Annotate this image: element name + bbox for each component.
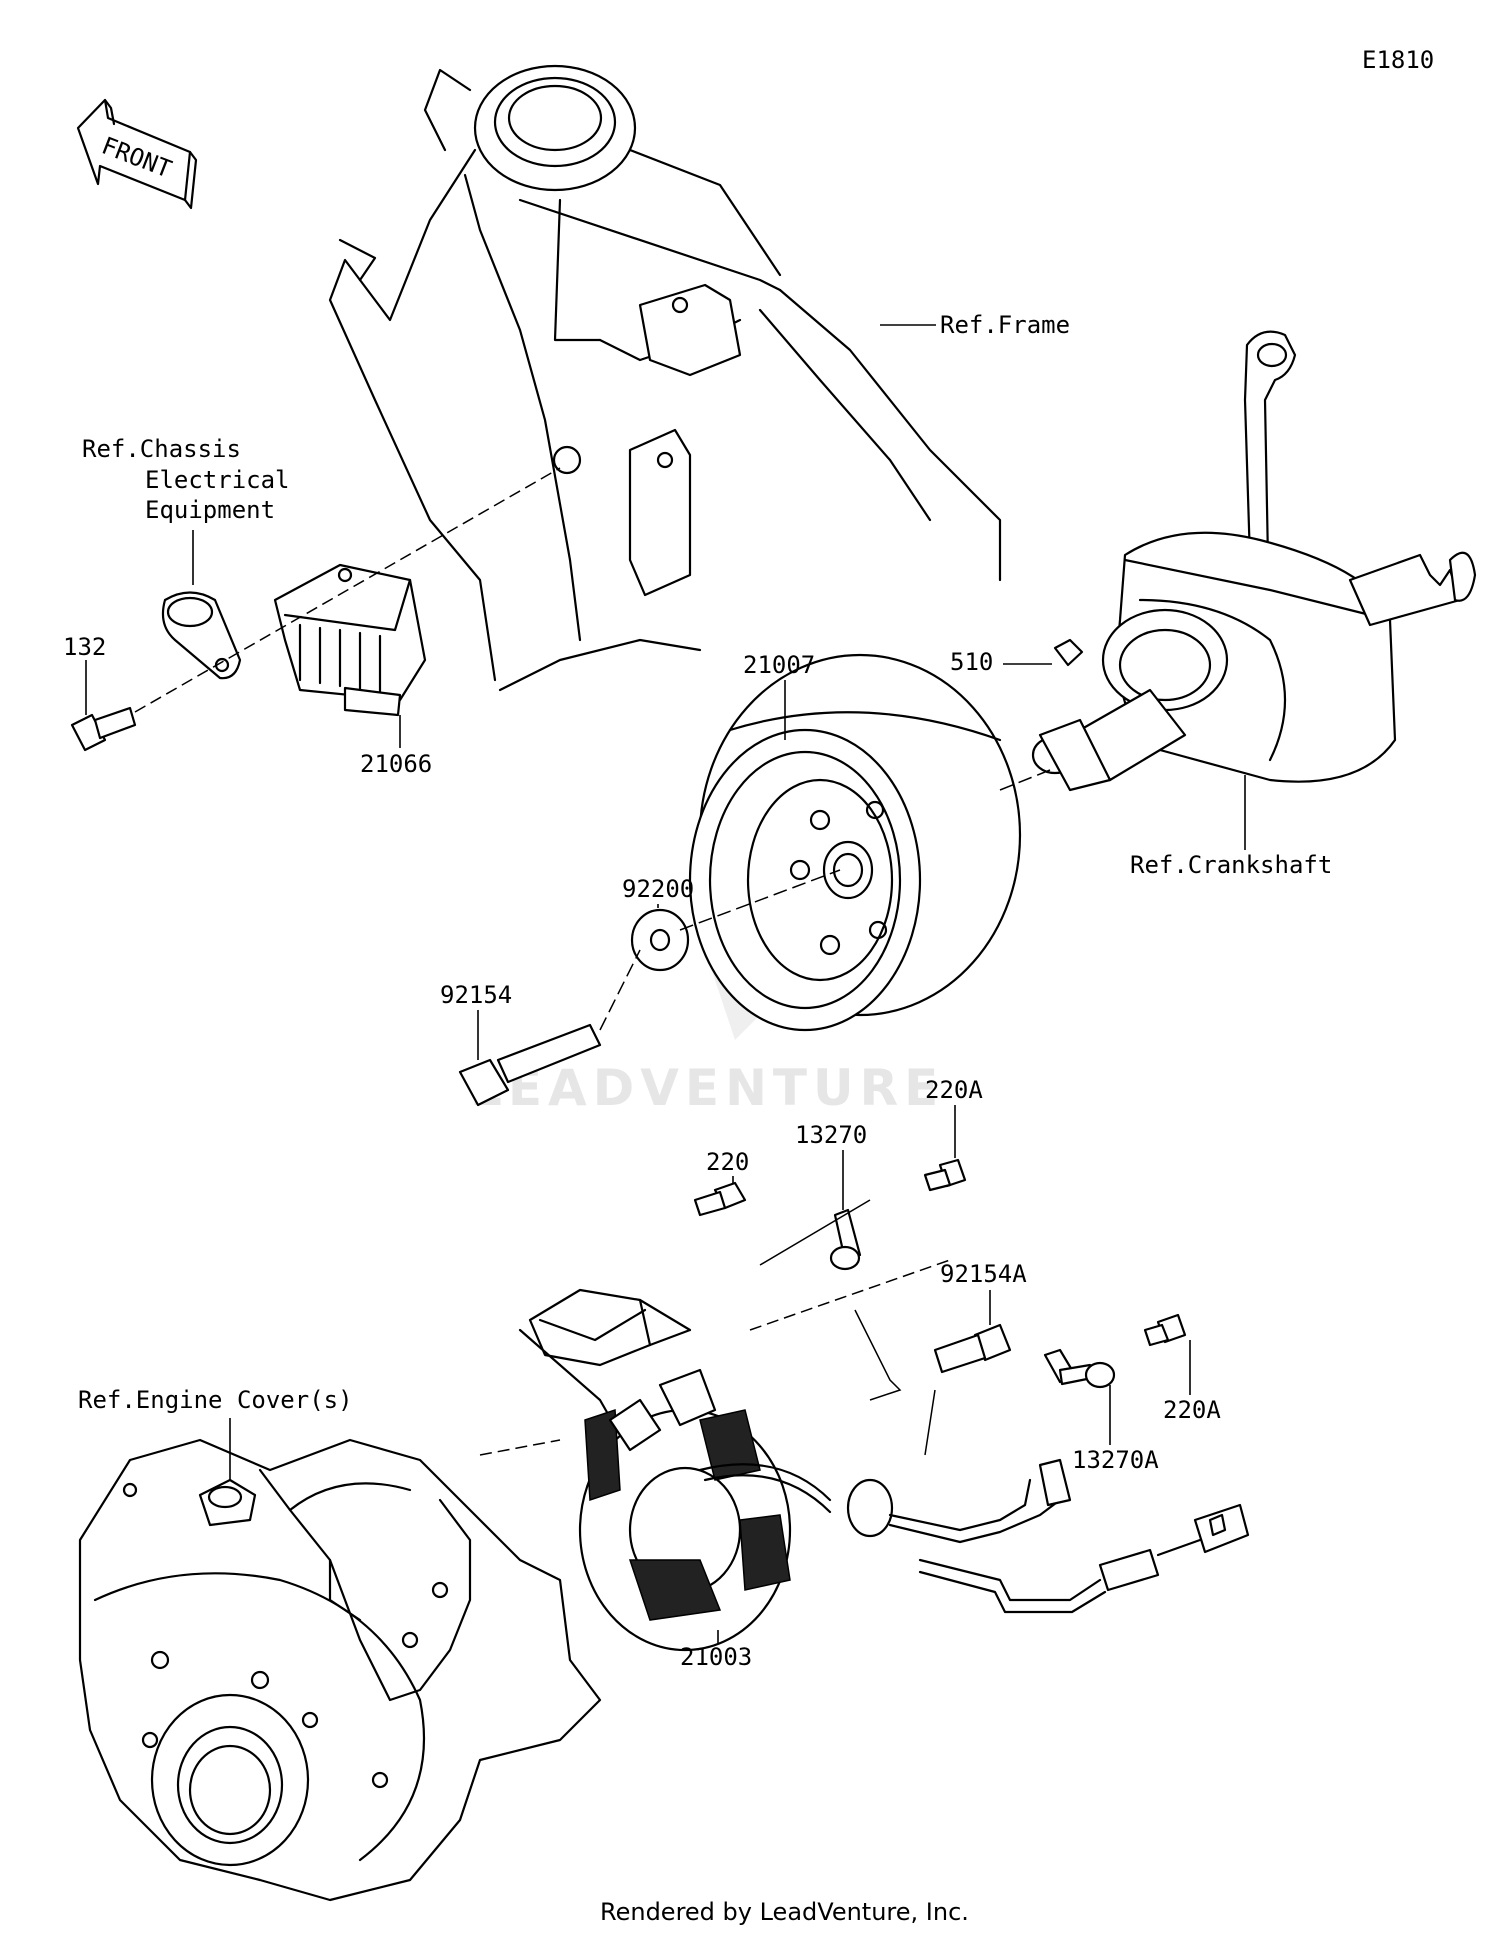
washer-92200 bbox=[630, 908, 690, 972]
axis-line-regulator bbox=[134, 467, 561, 713]
label-ref-chassis-line2: Electrical bbox=[145, 466, 290, 494]
regulator-rectifier bbox=[273, 563, 427, 717]
watermark-text: LEADVENTURE bbox=[470, 1059, 944, 1117]
axis-line-flywheel bbox=[599, 869, 841, 1031]
label-ref-chassis-line3: Equipment bbox=[145, 496, 275, 524]
stator-assembly bbox=[518, 1288, 1250, 1652]
label-ref-crankshaft: Ref.Crankshaft bbox=[1130, 851, 1332, 879]
axis-line-stator bbox=[479, 1259, 951, 1456]
label-ref-engine-cover: Ref.Engine Cover(s) bbox=[78, 1386, 353, 1414]
bolt-132 bbox=[70, 706, 137, 752]
label-13270: 13270 bbox=[795, 1121, 867, 1149]
label-ref-chassis-line1: Ref.Chassis bbox=[82, 435, 241, 463]
axis-line-crank bbox=[999, 769, 1051, 791]
label-510: 510 bbox=[950, 648, 993, 676]
label-21066: 21066 bbox=[360, 750, 432, 778]
screw-220 bbox=[693, 1181, 747, 1217]
label-92154a: 92154A bbox=[940, 1260, 1027, 1288]
label-220a-right: 220A bbox=[1163, 1396, 1221, 1424]
crankshaft-drawing bbox=[1031, 330, 1477, 792]
clip-13270 bbox=[829, 1208, 862, 1271]
clip-13270a bbox=[1043, 1348, 1116, 1389]
assembly-guide-lines bbox=[759, 1199, 936, 1456]
screw-220a-top bbox=[923, 1158, 967, 1192]
label-220a-top: 220A bbox=[925, 1076, 983, 1104]
frame-drawing bbox=[328, 64, 1002, 692]
screw-220a-right bbox=[1143, 1313, 1187, 1347]
label-132: 132 bbox=[63, 633, 106, 661]
diagram-code: E1810 bbox=[1362, 46, 1434, 74]
label-92200: 92200 bbox=[622, 875, 694, 903]
footer-credit: Rendered by LeadVenture, Inc. bbox=[600, 1898, 969, 1926]
engine-cover-drawing bbox=[78, 1438, 602, 1902]
front-arrow-icon: FRONT bbox=[76, 98, 198, 210]
label-13270a: 13270A bbox=[1072, 1446, 1159, 1474]
label-ref-frame: Ref.Frame bbox=[940, 311, 1070, 339]
label-92154: 92154 bbox=[440, 981, 512, 1009]
bolt-92154 bbox=[458, 1023, 602, 1107]
bolt-92154a bbox=[933, 1323, 1012, 1374]
label-220: 220 bbox=[706, 1148, 749, 1176]
key-510 bbox=[1053, 638, 1084, 667]
wire-clamp bbox=[161, 591, 242, 680]
flywheel-rotor bbox=[688, 653, 1022, 1032]
label-21003: 21003 bbox=[680, 1643, 752, 1671]
label-21007: 21007 bbox=[743, 651, 815, 679]
